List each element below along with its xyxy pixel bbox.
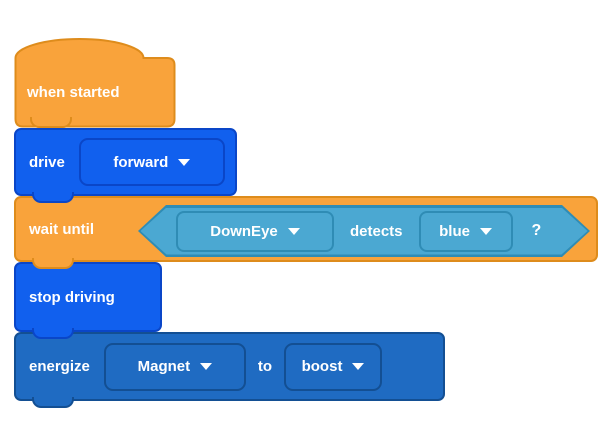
condition-hexagon-block[interactable]: DownEye detects blue ? (138, 205, 590, 257)
block-when-started[interactable]: when started (14, 37, 176, 128)
dropdown-value: boost (301, 358, 343, 375)
condition-verb-label: detects (350, 222, 403, 240)
drive-direction-dropdown[interactable]: forward (78, 138, 225, 186)
block-stop-driving[interactable]: stop driving (14, 262, 162, 339)
block-drive[interactable]: drive forward (14, 128, 237, 203)
block-energize[interactable]: energize Magnet to boost (14, 332, 445, 408)
dropdown-value: DownEye (210, 222, 278, 240)
block-label: energize (29, 358, 90, 375)
dropdown-caret-icon (287, 227, 300, 235)
block-label: stop driving (29, 288, 115, 306)
dropdown-caret-icon (479, 227, 492, 235)
block-label: when started (27, 83, 120, 101)
dropdown-value: forward (113, 153, 169, 171)
connector-tab (32, 258, 74, 269)
block-label: drive (29, 153, 65, 171)
dropdown-value: blue (439, 222, 470, 240)
dropdown-caret-icon (352, 363, 365, 370)
dropdown-caret-icon (200, 363, 213, 370)
block-label: wait until (29, 220, 94, 238)
connector-tab (32, 192, 74, 203)
connector-tab (30, 117, 72, 128)
dropdown-caret-icon (178, 158, 191, 166)
connector-tab (32, 397, 74, 408)
connector-to-label: to (257, 358, 273, 375)
connector-tab (32, 328, 74, 339)
sensor-dropdown[interactable]: DownEye (176, 210, 334, 252)
question-mark-label: ? (531, 222, 542, 239)
color-dropdown[interactable]: blue (418, 210, 513, 252)
dropdown-value: Magnet (137, 358, 191, 375)
magnet-device-dropdown[interactable]: Magnet (103, 342, 246, 391)
magnet-mode-dropdown[interactable]: boost (284, 342, 383, 391)
block-wait-until[interactable]: wait until DownEye detects blue ? (14, 196, 598, 269)
